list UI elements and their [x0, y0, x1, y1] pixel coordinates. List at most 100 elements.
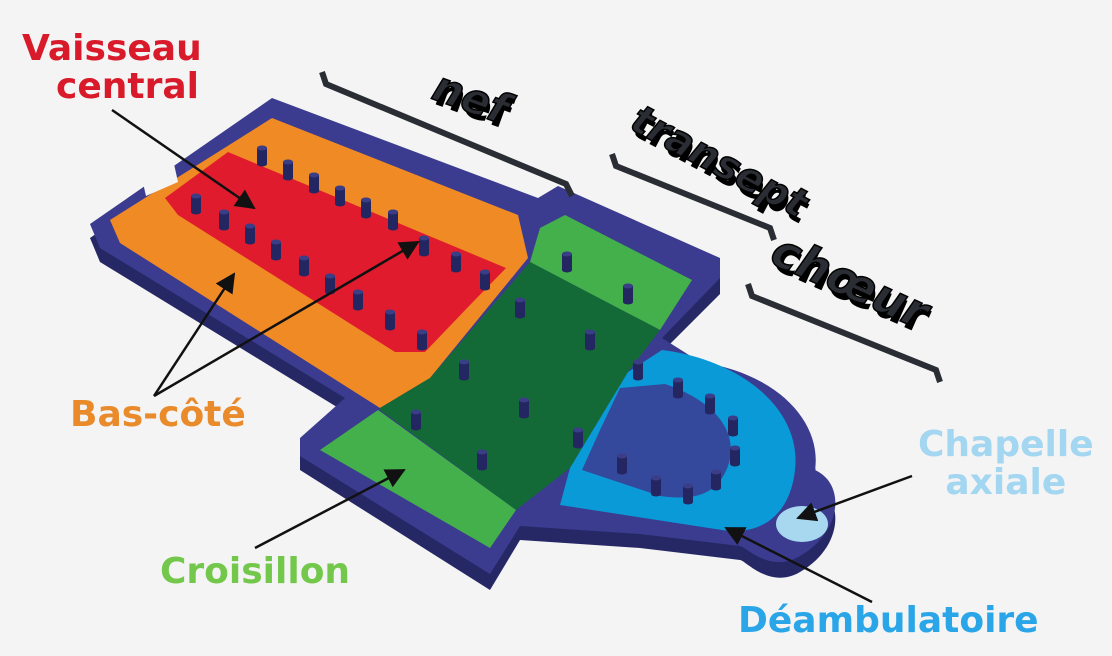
pillar-top — [191, 193, 201, 199]
label-deambulatoire: Déambulatoire — [738, 600, 1039, 641]
nave-entrance-gap — [140, 155, 178, 196]
pillar-top — [271, 239, 281, 245]
pillar-shaft — [411, 412, 421, 428]
pillar-top — [309, 172, 319, 178]
pillar — [219, 209, 229, 231]
pillar — [257, 145, 267, 167]
pillar — [515, 297, 525, 319]
section-label-choeur: chœur chœur — [763, 222, 941, 345]
pillar — [361, 197, 371, 219]
pillar — [728, 415, 738, 437]
pillar-top — [388, 209, 398, 215]
pillar-top — [451, 251, 461, 257]
pillar — [519, 397, 529, 419]
section-label-nef: nef nef — [426, 61, 521, 139]
transept — [320, 215, 692, 548]
pillar-shaft — [271, 242, 281, 258]
pillar-top — [673, 377, 683, 383]
pillar-shaft — [562, 254, 572, 270]
pillar — [283, 159, 293, 181]
pillar — [335, 185, 345, 207]
pillar-top — [617, 453, 627, 459]
pillar-top — [361, 197, 371, 203]
pillar — [651, 475, 661, 497]
pillar — [573, 427, 583, 449]
pillar-top — [325, 273, 335, 279]
pillar — [562, 251, 572, 273]
pillar-shaft — [728, 418, 738, 434]
pillar-top — [299, 255, 309, 261]
pillar-top — [480, 269, 490, 275]
pillar-top — [519, 397, 529, 403]
nef-bracket — [319, 71, 575, 198]
pillar-top — [219, 209, 229, 215]
pillar-shaft — [417, 332, 427, 348]
pillar-shaft — [309, 175, 319, 191]
pillar-shaft — [325, 276, 335, 292]
pillar-top — [419, 235, 429, 241]
arrow-vaisseau-central — [111, 108, 256, 210]
pillar-top — [728, 415, 738, 421]
chapelle-axiale-area — [776, 506, 828, 542]
pillar — [683, 483, 693, 505]
pillar — [730, 445, 740, 467]
pillar-top — [515, 297, 525, 303]
label-chapelle-axiale: Chapelle axiale — [918, 426, 1094, 502]
pillar — [459, 359, 469, 381]
pillar — [417, 329, 427, 351]
pillar-shaft — [573, 430, 583, 446]
pillar-shaft — [673, 380, 683, 396]
pillar-shaft — [705, 396, 715, 412]
pillar — [585, 329, 595, 351]
pillar-top — [683, 483, 693, 489]
pillars — [191, 145, 740, 505]
choeur-label: chœur — [764, 223, 940, 341]
pillar — [480, 269, 490, 291]
pillar-shaft — [711, 472, 721, 488]
label-chapelle-axiale-line2: axiale — [945, 462, 1067, 503]
pillar — [353, 289, 363, 311]
pillar-top — [417, 329, 427, 335]
pillar-shaft — [335, 188, 345, 204]
pillar-shaft — [683, 486, 693, 502]
arrows — [111, 108, 913, 604]
pillar-top — [562, 251, 572, 257]
pillar-shaft — [651, 478, 661, 494]
arrow-chapelle-axiale — [796, 474, 913, 522]
pillar-top — [411, 409, 421, 415]
pillar-top — [283, 159, 293, 165]
pillar — [271, 239, 281, 261]
pillar-shaft — [191, 196, 201, 212]
pillar — [711, 469, 721, 491]
pillar-shaft — [623, 286, 633, 302]
pillar-top — [573, 427, 583, 433]
pillar-shaft — [451, 254, 461, 270]
pillar-shaft — [419, 238, 429, 254]
pillar — [451, 251, 461, 273]
arrow-deambulatoire — [724, 526, 873, 604]
choeur-bracket — [745, 283, 943, 383]
pillar-top — [730, 445, 740, 451]
croisillon-north-area — [530, 215, 692, 330]
label-bas-cote: Bas-côté — [70, 394, 246, 435]
pillar-shaft — [515, 300, 525, 316]
pillar — [617, 453, 627, 475]
pillar — [191, 193, 201, 215]
pillar-shaft — [219, 212, 229, 228]
pillar-shaft — [257, 148, 267, 164]
arrow-bas-cote-right — [153, 240, 420, 398]
pillar-top — [353, 289, 363, 295]
pillar — [388, 209, 398, 231]
pillar-top — [585, 329, 595, 335]
label-croisillon: Croisillon — [160, 551, 351, 592]
label-vaisseau-central-line1: Vaisseau — [22, 28, 202, 69]
pillar — [411, 409, 421, 431]
arrow-croisillon — [254, 468, 406, 550]
pillar — [623, 283, 633, 305]
label-vaisseau-central: Vaisseau central — [22, 30, 202, 106]
pillar-shaft — [388, 212, 398, 228]
section-label-transept: transept transept — [623, 95, 818, 232]
pillar-shaft — [385, 312, 395, 328]
pillar — [309, 172, 319, 194]
